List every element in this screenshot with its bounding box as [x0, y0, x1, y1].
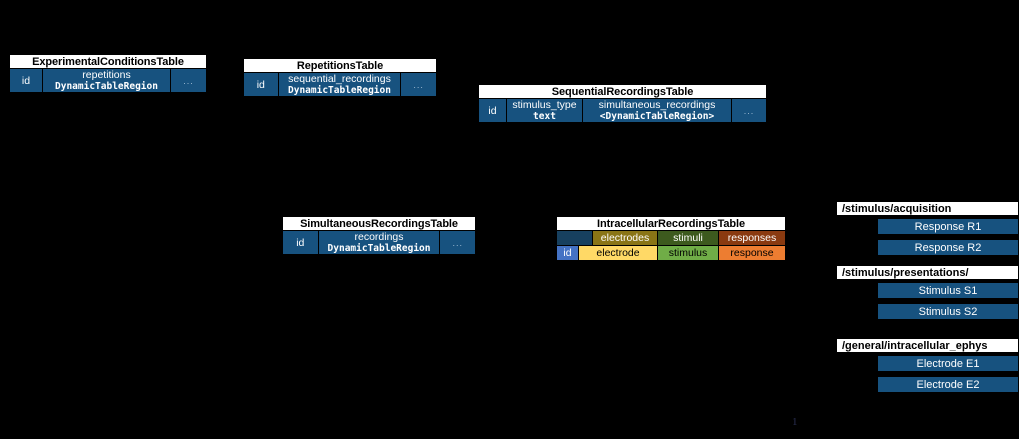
column-stimulus-type[interactable]: stimulus_type text: [507, 99, 583, 122]
column-sequential-recordings[interactable]: sequential_recordings DynamicTableRegion: [278, 73, 402, 96]
column-electrode[interactable]: electrode: [579, 246, 658, 260]
table-columns-row: id sequential_recordings DynamicTableReg…: [243, 73, 437, 97]
category-blank: [557, 231, 593, 245]
column-more[interactable]: ...: [401, 73, 436, 96]
table-columns-row: id recordings DynamicTableRegion ...: [282, 231, 476, 255]
column-id[interactable]: id: [10, 69, 43, 92]
column-more[interactable]: ...: [440, 231, 476, 254]
table-intracellular-recordings[interactable]: IntracellularRecordingsTable electrodes …: [556, 216, 786, 261]
path-label: /stimulus/acquisition: [836, 201, 1019, 216]
column-row: id electrode stimulus response: [556, 246, 786, 261]
column-id[interactable]: id: [479, 99, 507, 122]
column-repetitions[interactable]: repetitions DynamicTableRegion: [43, 69, 171, 92]
category-electrodes[interactable]: electrodes: [593, 231, 658, 245]
table-title: RepetitionsTable: [243, 58, 437, 73]
path-group-stimulus-presentations: /stimulus/presentations/ Stimulus S1 Sti…: [836, 265, 1019, 320]
category-row: electrodes stimuli responses: [556, 231, 786, 246]
table-sequential-recordings[interactable]: SequentialRecordingsTable id stimulus_ty…: [478, 84, 767, 123]
path-item-electrode-e2[interactable]: Electrode E2: [877, 376, 1019, 393]
path-group-general-intracellular-ephys: /general/intracellular_ephys Electrode E…: [836, 338, 1019, 393]
path-item-response-r2[interactable]: Response R2: [877, 239, 1019, 256]
path-item-stimulus-s1[interactable]: Stimulus S1: [877, 282, 1019, 299]
path-item-stimulus-s2[interactable]: Stimulus S2: [877, 303, 1019, 320]
table-experimental-conditions[interactable]: ExperimentalConditionsTable id repetitio…: [9, 54, 207, 93]
category-responses[interactable]: responses: [719, 231, 785, 245]
table-title: SequentialRecordingsTable: [478, 84, 767, 99]
category-stimuli[interactable]: stimuli: [658, 231, 719, 245]
table-columns-row: id stimulus_type text simultaneous_recor…: [478, 99, 767, 123]
path-group-stimulus-acquisition: /stimulus/acquisition Response R1 Respon…: [836, 201, 1019, 256]
page-marker: 1: [792, 416, 798, 428]
column-id[interactable]: id: [244, 73, 279, 96]
table-simultaneous-recordings[interactable]: SimultaneousRecordingsTable id recording…: [282, 216, 476, 255]
path-label: /stimulus/presentations/: [836, 265, 1019, 280]
path-label: /general/intracellular_ephys: [836, 338, 1019, 353]
column-response[interactable]: response: [719, 246, 785, 260]
column-stimulus[interactable]: stimulus: [658, 246, 719, 260]
path-item-electrode-e1[interactable]: Electrode E1: [877, 355, 1019, 372]
column-id[interactable]: id: [557, 246, 579, 260]
table-title: ExperimentalConditionsTable: [9, 54, 207, 69]
table-title: SimultaneousRecordingsTable: [282, 216, 476, 231]
table-repetitions[interactable]: RepetitionsTable id sequential_recording…: [243, 58, 437, 97]
column-recordings[interactable]: recordings DynamicTableRegion: [318, 231, 441, 254]
table-title: IntracellularRecordingsTable: [556, 216, 786, 231]
table-columns-row: id repetitions DynamicTableRegion ...: [9, 69, 207, 93]
path-item-response-r1[interactable]: Response R1: [877, 218, 1019, 235]
column-more[interactable]: ...: [732, 99, 766, 122]
column-more[interactable]: ...: [171, 69, 206, 92]
column-id[interactable]: id: [283, 231, 319, 254]
column-simultaneous-recordings[interactable]: simultaneous_recordings <DynamicTableReg…: [583, 99, 732, 122]
